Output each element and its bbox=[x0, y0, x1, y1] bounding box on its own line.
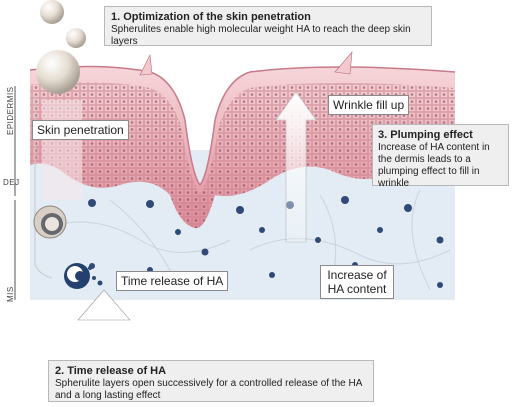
skin-penetration-label: Skin penetration bbox=[32, 120, 129, 140]
optimization-text: Spherulites enable high molecular weight… bbox=[111, 24, 411, 47]
increase-ha-label: Increase of HA content bbox=[320, 265, 394, 299]
dermis-layer bbox=[30, 150, 455, 300]
plumping-title: 3. Plumping effect bbox=[378, 129, 473, 141]
wrinkle-fill-up-label: Wrinkle fill up bbox=[328, 95, 410, 115]
epidermis-side-label: EPIDERMIS bbox=[6, 86, 15, 135]
optimization-callout: 1. Optimization of the skin penetration … bbox=[104, 6, 432, 47]
spherulite bbox=[36, 50, 80, 94]
time-release-text: Spherulite layers open successively for … bbox=[55, 378, 362, 401]
time-release-title: 2. Time release of HA bbox=[55, 365, 167, 377]
spherulite bbox=[66, 28, 86, 48]
time-release-triangle bbox=[77, 289, 131, 321]
plumping-callout: 3. Plumping effect Increase of HA conten… bbox=[372, 124, 509, 189]
time-release-callout: 2. Time release of HA Spherulite layers … bbox=[48, 360, 374, 402]
optimization-title: 1. Optimization of the skin penetration bbox=[111, 11, 311, 23]
plumping-text: Increase of HA content in the dermis lea… bbox=[378, 142, 490, 189]
wrinkle-fill-arrow bbox=[275, 91, 317, 243]
spherulite bbox=[40, 0, 64, 24]
dermis-side-label: MIS bbox=[6, 286, 15, 302]
dej-side-label: DEJ bbox=[3, 178, 20, 187]
time-release-label: Time release of HA bbox=[116, 271, 229, 291]
